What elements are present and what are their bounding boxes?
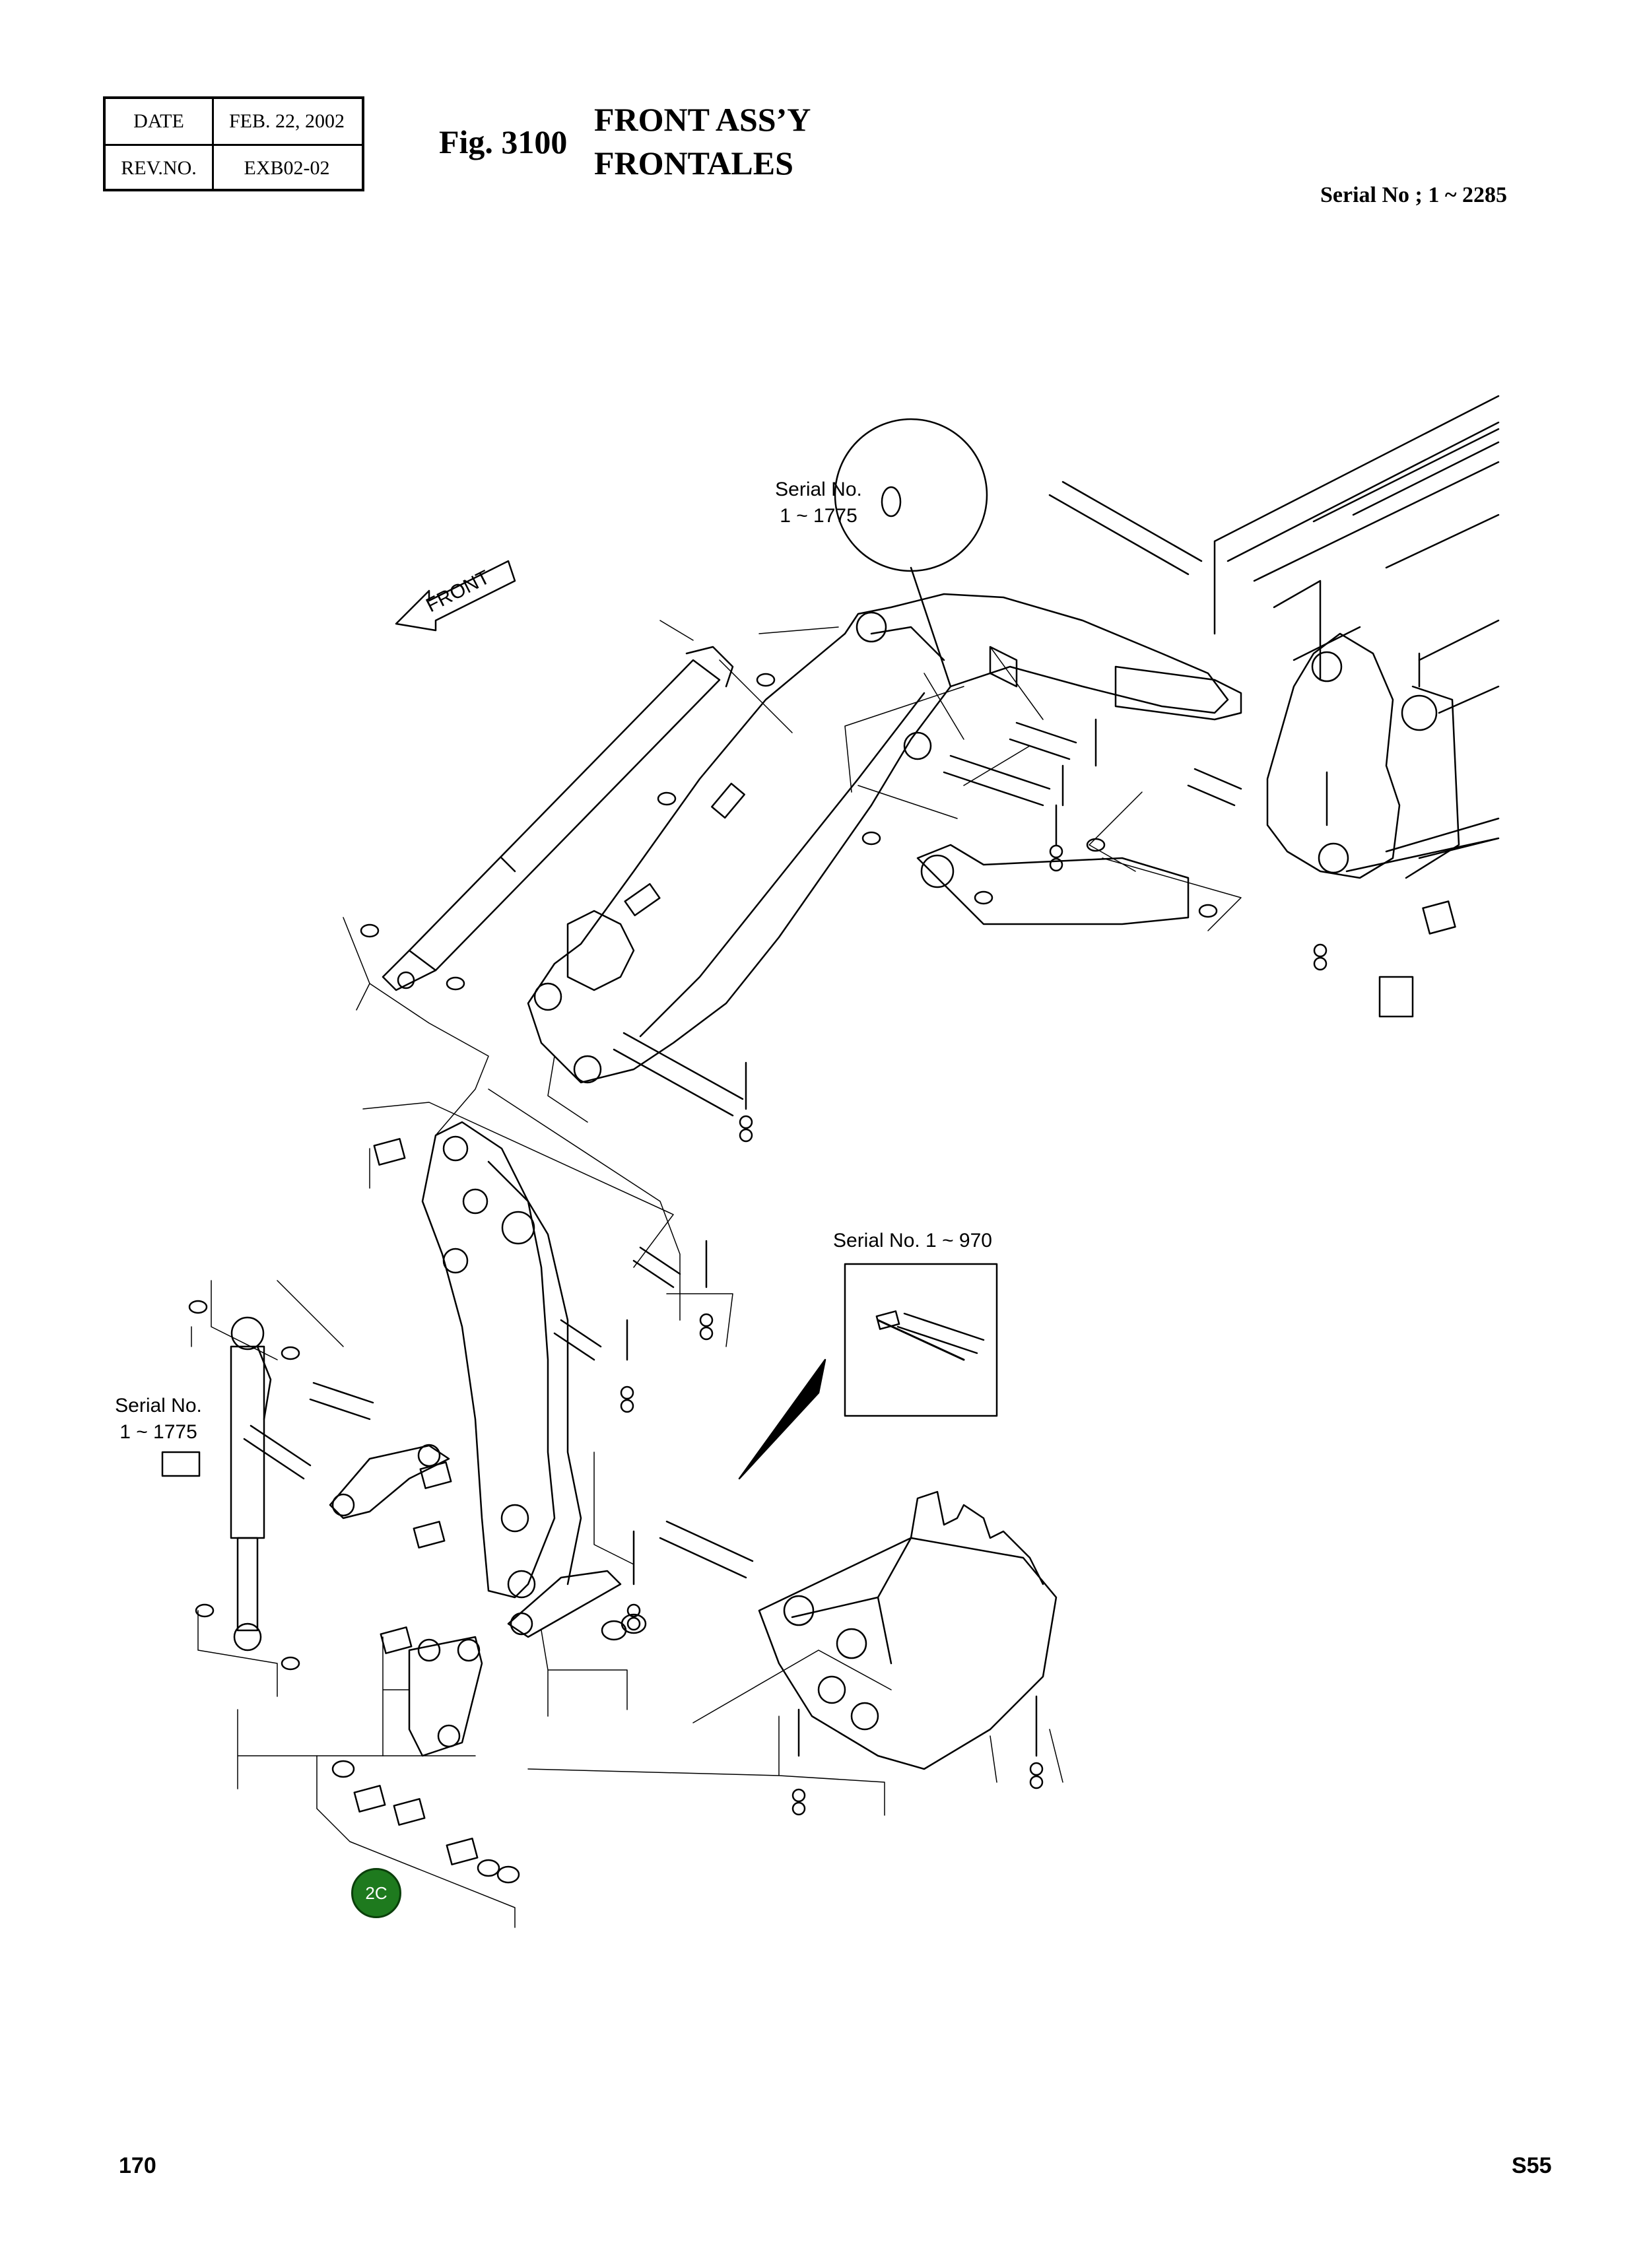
callout-left-label: Serial No. 1 ~ 1775 (106, 1393, 211, 1446)
callout-left-line2: 1 ~ 1775 (119, 1421, 197, 1443)
callout-right-line1: Serial No. 1 ~ 970 (833, 1230, 992, 1251)
arm (422, 1122, 581, 1597)
callout-top-line2: 1 ~ 1775 (780, 505, 857, 527)
callout-top-label: Serial No. 1 ~ 1775 (753, 477, 885, 529)
date-value: FEB. 22, 2002 (228, 110, 345, 132)
bucket-links (330, 1445, 621, 1756)
rev-value: EXB02-02 (244, 157, 330, 179)
boom (528, 594, 1228, 1083)
leader-lines (191, 620, 1241, 1927)
header-row-date: DATE FEB. 22, 2002 (106, 99, 362, 144)
page-code: S55 (1512, 2153, 1552, 2178)
callout-left-box (162, 1452, 199, 1476)
figure-title-en: FRONT ASS’Y (594, 101, 811, 138)
header-table: DATE FEB. 22, 2002 REV.NO. EXB02-02 (103, 96, 364, 191)
fasteners (189, 653, 1455, 1883)
serial-range: Serial No ; 1 ~ 2285 (1320, 183, 1508, 207)
bucket (759, 1492, 1056, 1769)
section-badge[interactable]: 2C (351, 1868, 401, 1918)
swing-cylinder (918, 667, 1241, 924)
callout-top-circle (835, 419, 987, 686)
rev-label: REV.NO. (106, 146, 214, 191)
page-number: 170 (119, 2153, 156, 2178)
callout-right-label: Serial No. 1 ~ 970 (833, 1228, 992, 1254)
figure-title-fr: FRONTALES (594, 145, 793, 182)
boom-cylinder (383, 647, 733, 990)
chassis-frame (1215, 396, 1498, 878)
callout-right-box (739, 1264, 997, 1479)
header-row-rev: REV.NO. EXB02-02 (106, 144, 362, 191)
figure-number: Fig. 3100 (439, 123, 568, 160)
pins (244, 482, 1241, 1578)
front-arrow-icon (396, 561, 515, 630)
callout-top-line1: Serial No. (775, 479, 862, 500)
date-label: DATE (106, 99, 214, 144)
arm-cylinder (231, 1317, 271, 1650)
callout-left-line1: Serial No. (115, 1395, 202, 1417)
